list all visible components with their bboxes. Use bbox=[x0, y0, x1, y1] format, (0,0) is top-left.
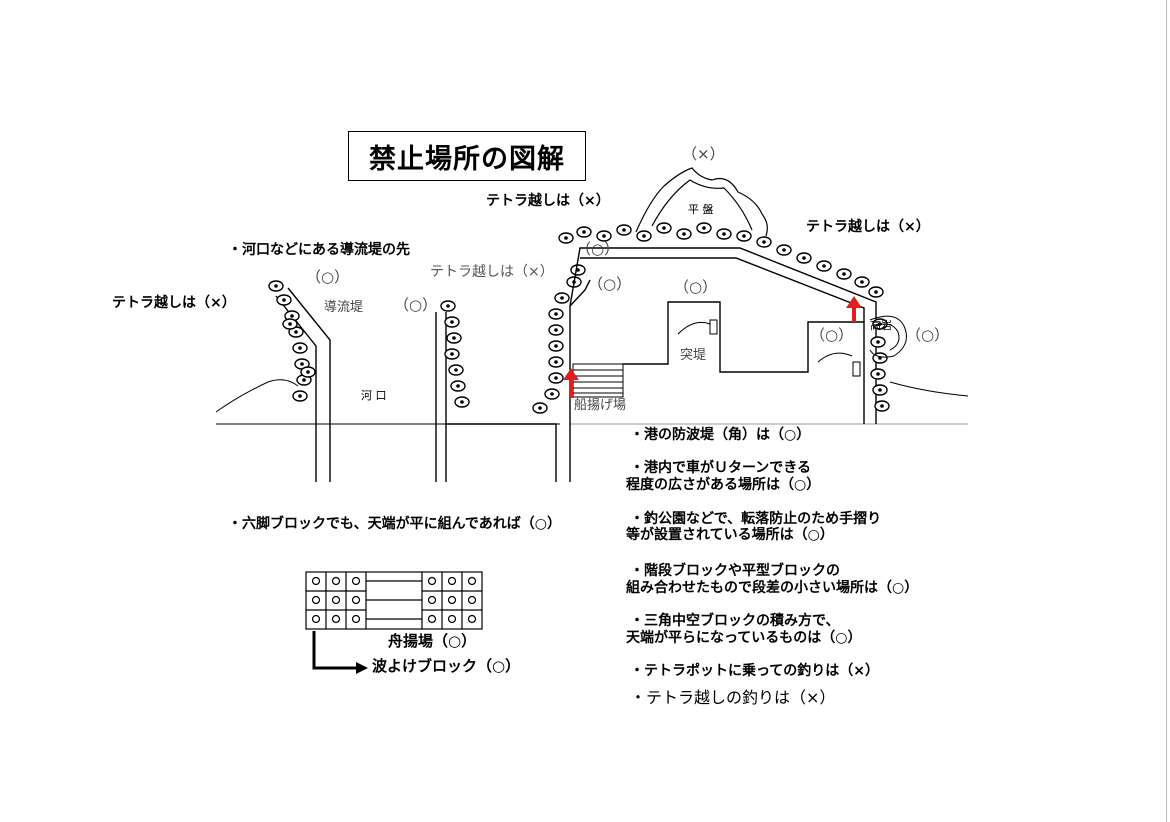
legend-namiyoke: 波よけブロック（○） bbox=[372, 657, 521, 675]
label-maru-4: （○） bbox=[674, 278, 718, 296]
note-2b: 程度の広さがある場所は（○） bbox=[626, 477, 821, 493]
note-4b: 組み合わせたもので段差の小さい場所は（○） bbox=[626, 580, 919, 596]
label-batsu-top: （×） bbox=[682, 145, 725, 163]
title-text: 禁止場所の図解 bbox=[369, 143, 565, 175]
note-5b: 天端が平らになっているものは（○） bbox=[626, 630, 862, 646]
label-tetra-top: テトラ越しは（×） bbox=[486, 193, 610, 209]
label-maru-5: （○） bbox=[394, 296, 438, 314]
car-u-turn-marks bbox=[677, 319, 861, 377]
label-maru-7: （○） bbox=[906, 326, 950, 344]
label-takaishi: 高岩 bbox=[870, 319, 892, 332]
note-3a: ・釣公園などで、転落防止のため手摺り bbox=[630, 511, 882, 527]
label-funaage: 船揚げ場 bbox=[574, 398, 627, 413]
diagram-title: 禁止場所の図解 bbox=[348, 131, 586, 181]
flat-rock-contour bbox=[635, 167, 768, 237]
note-5a: ・三角中空ブロックの積み方で、 bbox=[630, 613, 840, 629]
tetrapods-breakwater-right bbox=[870, 318, 890, 412]
rokkyaku-note: ・六脚ブロックでも、天端が平に組んであれば（○） bbox=[228, 516, 561, 532]
label-tottei: 突堤 bbox=[680, 348, 707, 363]
label-heiban: 平 盤 bbox=[688, 203, 714, 216]
legend-pointer-arrow bbox=[312, 631, 368, 674]
note-6: ・テトラポットに乗っての釣りは（×） bbox=[630, 663, 880, 679]
note-7: ・テトラ越しの釣りは（×） bbox=[630, 688, 836, 707]
label-tetra-right: テトラ越しは（×） bbox=[806, 219, 930, 235]
label-tetra-left: テトラ越しは（×） bbox=[112, 295, 236, 311]
note-2a: ・港内で車がＵターンできる bbox=[630, 460, 812, 476]
boat-ramp-steps bbox=[572, 363, 624, 398]
label-kakou: 河 口 bbox=[361, 389, 387, 402]
label-kakou-note: ・河口などにある導流堤の先 bbox=[228, 242, 410, 258]
page-edge-line bbox=[1166, 0, 1167, 822]
high-rock-contour bbox=[869, 315, 907, 358]
label-maru-6: （○） bbox=[810, 326, 854, 344]
label-maru-3: （○） bbox=[588, 275, 632, 293]
note-1: ・港の防波堤（角）は（○） bbox=[630, 427, 811, 443]
legend-funaageba: 舟揚場（○） bbox=[388, 632, 477, 650]
tetrapods-left-jetty bbox=[268, 280, 316, 402]
label-maru-2: （○） bbox=[306, 268, 350, 286]
block-grid-legend bbox=[305, 571, 483, 630]
label-tetra-mid: テトラ越しは（×） bbox=[430, 264, 554, 280]
red-arrows bbox=[563, 296, 862, 398]
label-maru-1: （○） bbox=[576, 240, 620, 258]
tetrapods-middle-pier bbox=[440, 264, 586, 414]
note-4a: ・階段ブロックや平型ブロックの bbox=[630, 563, 840, 579]
label-douryutei: 導流堤 bbox=[324, 300, 364, 315]
note-3b: 等が設置されている場所は（○） bbox=[626, 527, 834, 543]
